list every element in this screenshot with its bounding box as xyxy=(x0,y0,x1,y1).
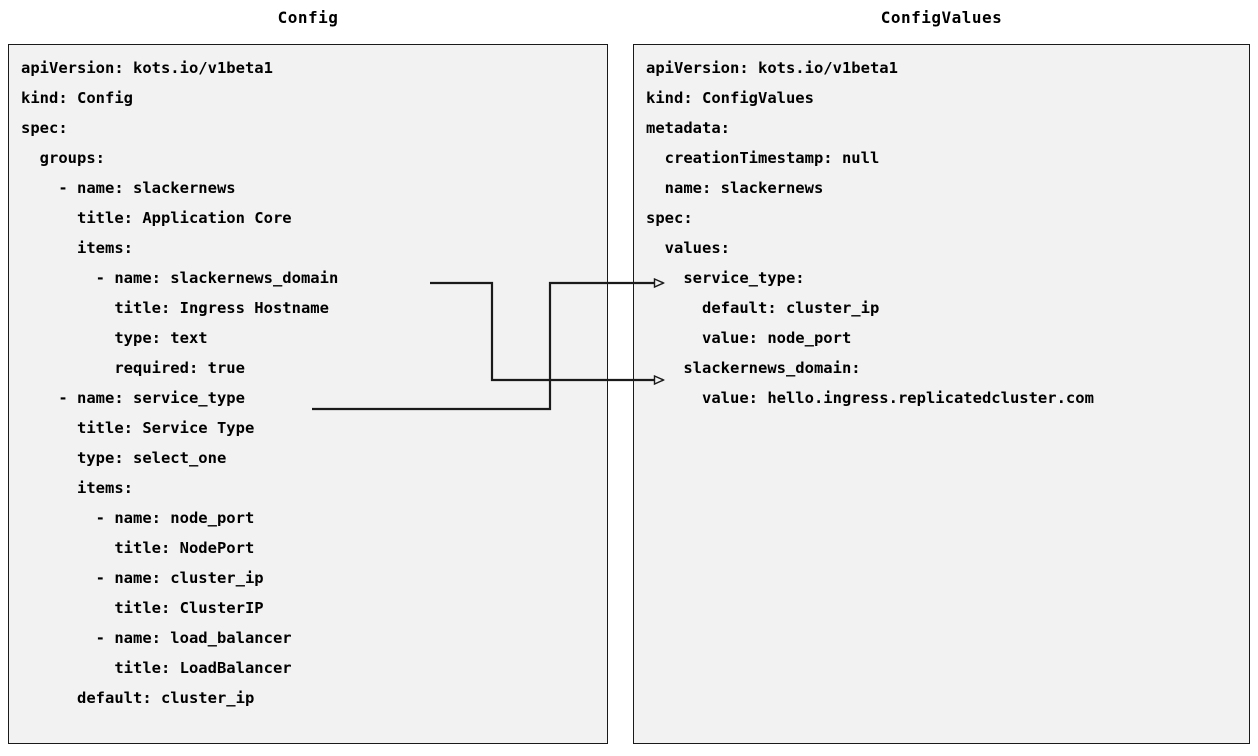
configvalues-yaml-body: apiVersion: kots.io/v1beta1 kind: ConfigV… xyxy=(646,53,1245,413)
yaml-line: - name: slackernews xyxy=(21,179,236,197)
config-yaml-body: apiVersion: kots.io/v1beta1 kind: Config s… xyxy=(21,53,603,713)
yaml-line: title: NodePort xyxy=(21,539,255,557)
yaml-line: kind: Config xyxy=(21,89,133,107)
yaml-line: - name: node_port xyxy=(21,509,255,527)
yaml-line: required: true xyxy=(21,359,245,377)
yaml-line: name: slackernews xyxy=(646,179,824,197)
yaml-line: spec: xyxy=(646,209,693,227)
yaml-line: title: Application Core xyxy=(21,209,292,227)
yaml-line: slackernews_domain: xyxy=(646,359,861,377)
yaml-line: title: LoadBalancer xyxy=(21,659,292,677)
configvalues-yaml-panel: apiVersion: kots.io/v1beta1 kind: ConfigV… xyxy=(633,44,1250,744)
panel-title-config: Config xyxy=(277,8,339,27)
yaml-line: - name: slackernews_domain xyxy=(21,269,339,287)
yaml-line: apiVersion: kots.io/v1beta1 xyxy=(21,59,273,77)
yaml-line: service_type: xyxy=(646,269,805,287)
yaml-line: kind: ConfigValues xyxy=(646,89,814,107)
yaml-line: spec: xyxy=(21,119,68,137)
yaml-line: title: Ingress Hostname xyxy=(21,299,329,317)
config-yaml-panel: apiVersion: kots.io/v1beta1 kind: Config s… xyxy=(8,44,608,744)
yaml-line: - name: load_balancer xyxy=(21,629,292,647)
yaml-line: values: xyxy=(646,239,730,257)
yaml-line: - name: service_type xyxy=(21,389,245,407)
yaml-line: metadata: xyxy=(646,119,730,137)
yaml-line: type: select_one xyxy=(21,449,227,467)
yaml-line: groups: xyxy=(21,149,105,167)
yaml-line: value: node_port xyxy=(646,329,852,347)
yaml-line: - name: cluster_ip xyxy=(21,569,264,587)
yaml-line: type: text xyxy=(21,329,208,347)
yaml-line: default: cluster_ip xyxy=(646,299,880,317)
yaml-line: title: ClusterIP xyxy=(21,599,264,617)
yaml-line: default: cluster_ip xyxy=(21,689,255,707)
yaml-line: items: xyxy=(21,239,133,257)
yaml-line: value: hello.ingress.replicatedcluster.c… xyxy=(646,389,1094,407)
panel-title-configvalues: ConfigValues xyxy=(880,8,1003,27)
yaml-line: creationTimestamp: null xyxy=(646,149,880,167)
yaml-line: items: xyxy=(21,479,133,497)
yaml-line: apiVersion: kots.io/v1beta1 xyxy=(646,59,898,77)
yaml-line: title: Service Type xyxy=(21,419,255,437)
